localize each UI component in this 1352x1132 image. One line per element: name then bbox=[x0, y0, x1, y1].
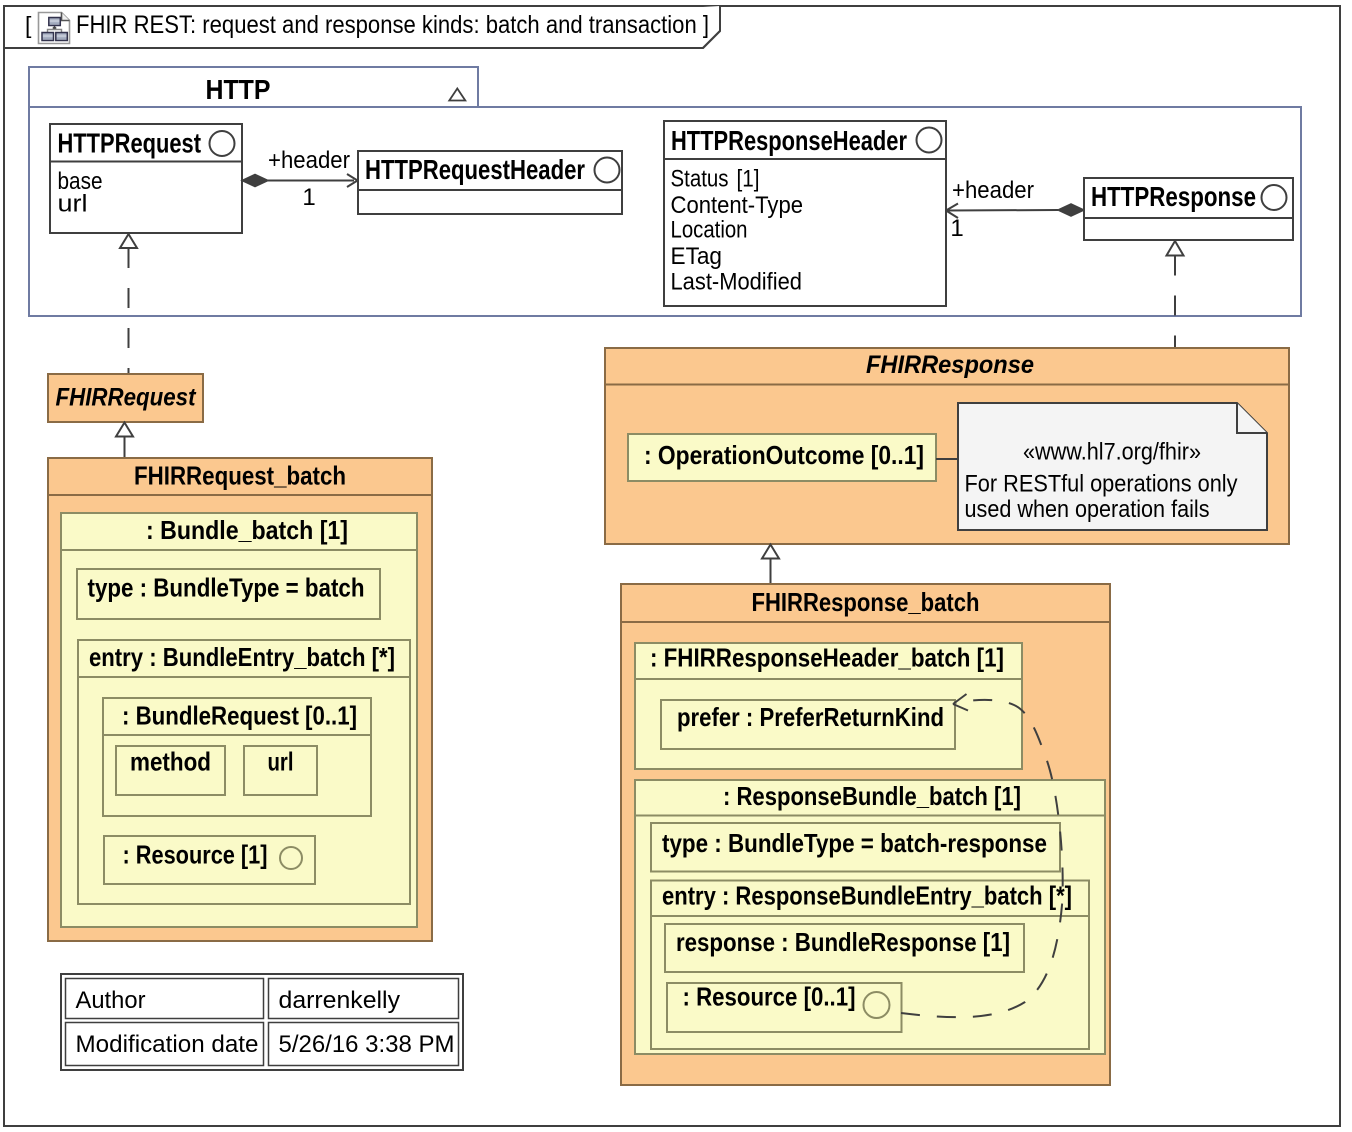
svg-text:HTTPRequest: HTTPRequest bbox=[58, 128, 202, 159]
svg-text:ETag: ETag bbox=[671, 243, 723, 270]
svg-text:«www.hl7.org/fhir»: «www.hl7.org/fhir» bbox=[1023, 439, 1201, 466]
svg-text:+header: +header bbox=[952, 177, 1034, 204]
svg-text:method: method bbox=[130, 747, 211, 777]
svg-text:: Resource [0..1]: : Resource [0..1] bbox=[683, 982, 856, 1012]
svg-text:1: 1 bbox=[302, 184, 315, 211]
svg-text:response : BundleResponse [1]: response : BundleResponse [1] bbox=[676, 927, 1010, 957]
svg-text:: ResponseBundle_batch [1]: : ResponseBundle_batch [1] bbox=[723, 781, 1021, 811]
svg-text:: BundleRequest [0..1]: : BundleRequest [0..1] bbox=[122, 701, 357, 731]
svg-text:url: url bbox=[268, 747, 294, 777]
svg-text:HTTPResponse: HTTPResponse bbox=[1091, 181, 1256, 212]
svg-text:[1]: [1] bbox=[737, 166, 760, 193]
svg-text:: Bundle_batch [1]: : Bundle_batch [1] bbox=[146, 515, 348, 545]
svg-text:: OperationOutcome [0..1]: : OperationOutcome [0..1] bbox=[644, 440, 924, 470]
svg-text:: FHIRResponseHeader_batch [1]: : FHIRResponseHeader_batch [1] bbox=[650, 643, 1004, 673]
svg-text:used when operation fails: used when operation fails bbox=[965, 496, 1210, 523]
svg-text:+header: +header bbox=[268, 147, 350, 174]
svg-text:FHIR REST: request and respons: FHIR REST: request and response kinds: b… bbox=[76, 11, 709, 39]
svg-text:For RESTful operations only: For RESTful operations only bbox=[965, 471, 1238, 498]
svg-text:5/26/16 3:38 PM: 5/26/16 3:38 PM bbox=[279, 1031, 455, 1058]
svg-text:[: [ bbox=[25, 12, 32, 38]
svg-text:: Resource [1]: : Resource [1] bbox=[123, 840, 268, 870]
svg-text:Modification date: Modification date bbox=[76, 1031, 259, 1058]
svg-text:Author: Author bbox=[76, 987, 146, 1014]
svg-text:FHIRResponse_batch: FHIRResponse_batch bbox=[752, 587, 980, 617]
svg-text:FHIRRequest_batch: FHIRRequest_batch bbox=[134, 461, 346, 491]
svg-text:Last-Modified: Last-Modified bbox=[671, 269, 803, 296]
svg-text:entry : ResponseBundleEntry_ba: entry : ResponseBundleEntry_batch [*] bbox=[662, 881, 1072, 911]
svg-text:1: 1 bbox=[950, 215, 963, 242]
svg-text:HTTPResponseHeader: HTTPResponseHeader bbox=[671, 125, 907, 156]
svg-text:darrenkelly: darrenkelly bbox=[279, 987, 401, 1014]
svg-text:HTTPRequestHeader: HTTPRequestHeader bbox=[365, 154, 585, 185]
svg-text:FHIRRequest: FHIRRequest bbox=[56, 384, 197, 412]
svg-text:type : BundleType = batch-resp: type : BundleType = batch-response bbox=[662, 828, 1047, 858]
svg-text:Content-Type: Content-Type bbox=[671, 192, 804, 219]
svg-text:prefer : PreferReturnKind: prefer : PreferReturnKind bbox=[677, 702, 944, 732]
svg-text:HTTP: HTTP bbox=[206, 74, 271, 105]
svg-text:type : BundleType = batch: type : BundleType = batch bbox=[88, 573, 365, 603]
svg-text:Location: Location bbox=[671, 217, 748, 244]
svg-text:url: url bbox=[58, 191, 88, 218]
svg-text:base: base bbox=[58, 168, 103, 195]
svg-text:entry : BundleEntry_batch [*]: entry : BundleEntry_batch [*] bbox=[89, 642, 395, 672]
svg-text:Status: Status bbox=[671, 166, 729, 193]
svg-text:FHIRResponse: FHIRResponse bbox=[866, 351, 1034, 379]
